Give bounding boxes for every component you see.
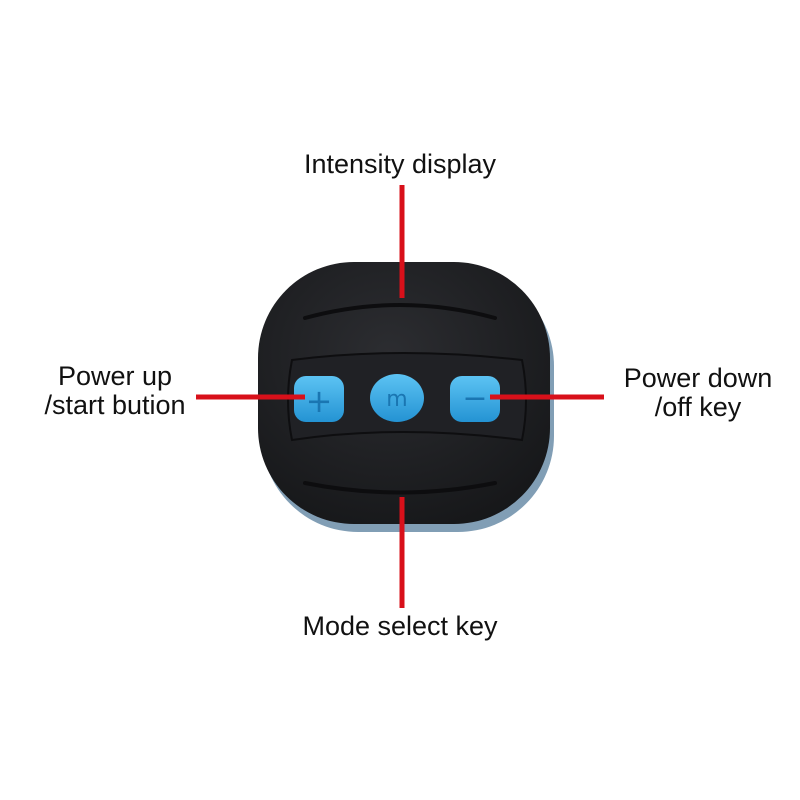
- minus-button[interactable]: −: [450, 376, 500, 422]
- plus-icon: +: [306, 382, 333, 420]
- leader-lines: [196, 185, 604, 608]
- label-left-line1: Power up: [57, 361, 173, 391]
- label-mode-select: Mode select key: [200, 612, 600, 641]
- label-left-line2: /start bution: [44, 390, 186, 420]
- bottom-groove: [303, 481, 497, 495]
- label-right-line2: /off key: [654, 392, 742, 422]
- label-power-up: Power up /start bution: [20, 362, 210, 420]
- mode-icon: m: [386, 387, 407, 412]
- label-right-line1: Power down: [623, 363, 773, 393]
- minus-icon: −: [462, 381, 487, 416]
- top-groove: [303, 303, 497, 320]
- label-top-text: Intensity display: [303, 149, 497, 179]
- mode-button[interactable]: m: [370, 374, 424, 422]
- label-bottom-text: Mode select key: [302, 611, 498, 641]
- label-power-down: Power down /off key: [598, 364, 798, 422]
- label-intensity-display: Intensity display: [200, 150, 600, 179]
- plus-button[interactable]: +: [294, 376, 344, 422]
